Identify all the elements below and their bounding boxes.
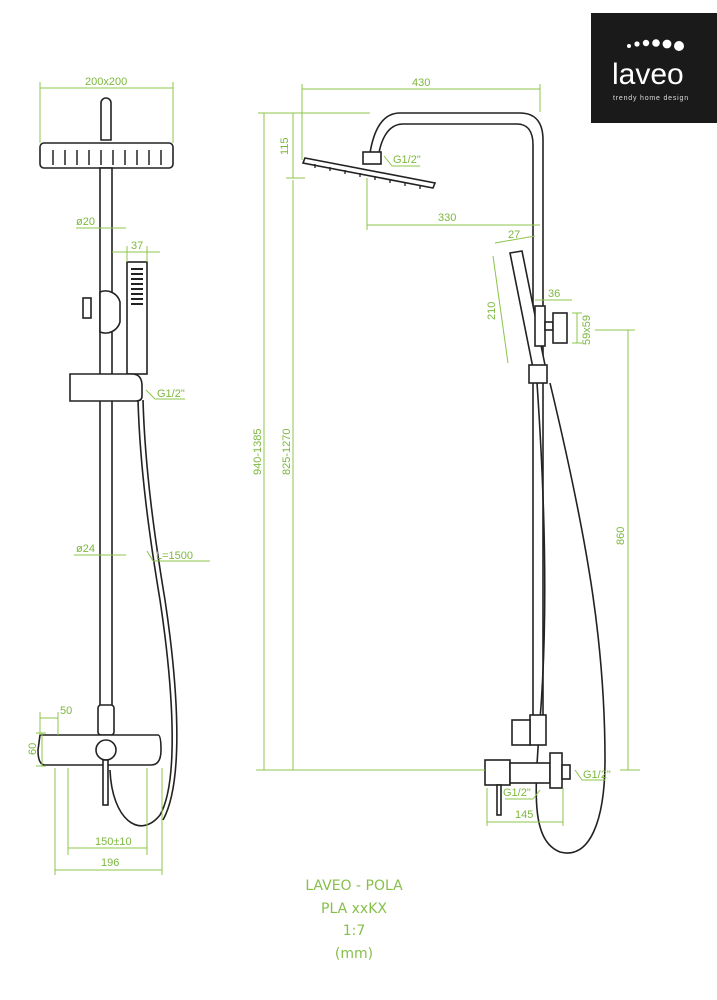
- dim-mixer-height: 60: [27, 743, 39, 755]
- slider: [99, 290, 121, 334]
- holder-bracket: [534, 305, 546, 347]
- dim-head-offset: 330: [438, 212, 456, 224]
- dim-mixer-spacing: 150±10: [95, 836, 132, 848]
- wall-flange: [549, 752, 563, 789]
- mixer-side-cartridge: [509, 762, 551, 784]
- dim-rail-top-diameter: ø20: [76, 216, 95, 228]
- title-product: LAVEO - POLA: [305, 878, 403, 894]
- diverter-knob: [511, 719, 531, 746]
- head-stem: [100, 97, 112, 141]
- dim-handshower-connection: G1/2": [157, 388, 185, 400]
- mixer-handle: [95, 739, 117, 761]
- hose-side: [535, 382, 606, 854]
- mixer-side-lever: [496, 784, 502, 816]
- dim-rail-diameter: ø24: [76, 543, 95, 555]
- dim-inlet-connection: G1/2": [503, 787, 531, 799]
- logo-wordmark: laveo: [612, 58, 684, 91]
- dim-head-height: 115: [279, 137, 291, 155]
- dim-holder-height: 860: [615, 527, 627, 545]
- dim-handshower-length: 210: [486, 302, 498, 320]
- handshower-holder: [69, 373, 143, 402]
- title-code: PLA xxKX: [321, 901, 387, 917]
- dim-mixer-projection: 145: [515, 809, 533, 821]
- title-scale: 1:7: [343, 923, 366, 939]
- dim-hose-length: L=1500: [156, 550, 193, 562]
- dim-holder-size: 59x59: [581, 315, 593, 345]
- head-connector: [362, 151, 382, 165]
- dim-head-clearance: 825-1270: [281, 429, 293, 476]
- dim-handshower-width: 37: [131, 240, 143, 252]
- dim-mixer-handle-width: 50: [60, 705, 72, 717]
- logo-tagline: trendy home design: [613, 95, 689, 102]
- title-units: (mm): [335, 946, 373, 962]
- dim-arm-reach: 430: [412, 77, 430, 89]
- holder-plate: [552, 312, 568, 344]
- dim-total-height: 940-1385: [252, 429, 264, 476]
- mixer-connector: [97, 704, 115, 736]
- dim-head-connection: G1/2": [393, 154, 421, 166]
- dim-mixer-width: 196: [101, 857, 119, 869]
- dim-head-size: 200x200: [85, 76, 127, 88]
- mixer-lever: [102, 759, 109, 806]
- dim-handshower-depth: 27: [508, 229, 520, 241]
- dim-outlet-connection: G1/2": [583, 769, 611, 781]
- shower-arm: [368, 112, 544, 720]
- laveo-logo: laveo trendy home design: [591, 13, 717, 123]
- slider-knob: [82, 297, 92, 319]
- hose: [109, 399, 178, 827]
- rail: [99, 167, 113, 709]
- handshower-grip: [528, 364, 548, 384]
- side-view: [301, 112, 606, 854]
- diverter: [529, 714, 547, 746]
- shower-head-front: [39, 142, 174, 169]
- mixer-side-body: [484, 759, 511, 786]
- dim-holder-depth: 36: [548, 288, 560, 300]
- front-view: [37, 97, 178, 827]
